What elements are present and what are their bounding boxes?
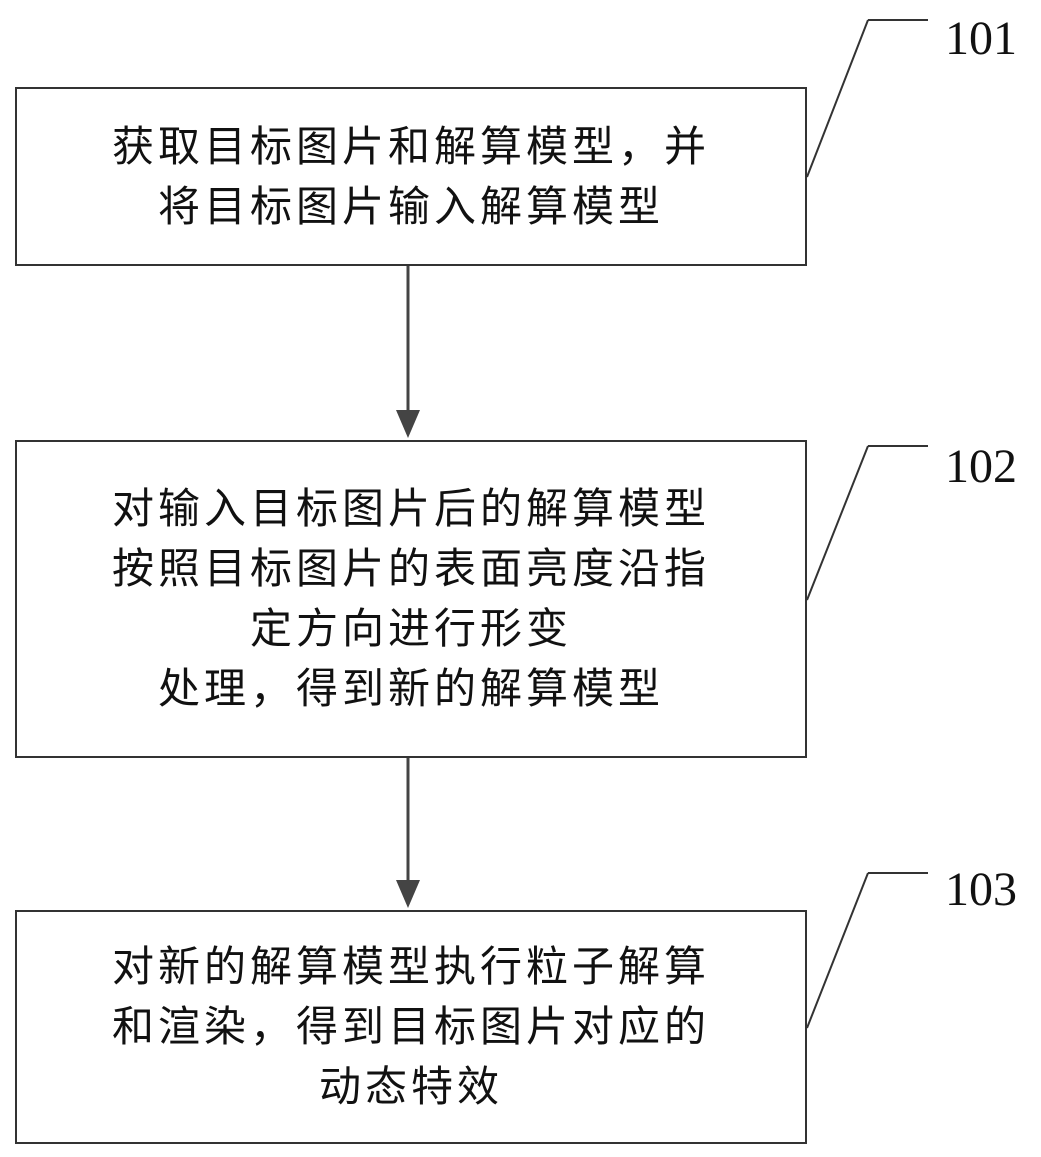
- leader-line-101: [806, 19, 928, 178]
- step-number-101: 101: [945, 12, 1017, 65]
- flow-arrow-102-to-103: [396, 758, 420, 908]
- leader-line-102: [806, 445, 928, 601]
- step-text-line: 和渲染，得到目标图片对应的: [111, 1002, 710, 1051]
- step-box-102: 对输入目标图片后的解算模型 按照目标图片的表面亮度沿指 定方向进行形变 处理，得…: [15, 440, 807, 758]
- step-text-line: 动态特效: [318, 1062, 503, 1111]
- step-text-line: 获取目标图片和解算模型，并: [111, 121, 710, 171]
- step-number-103: 103: [945, 863, 1017, 916]
- step-box-103: 对新的解算模型执行粒子解算 和渲染，得到目标图片对应的 动态特效: [15, 910, 807, 1144]
- step-text-line: 按照目标图片的表面亮度沿指: [111, 544, 710, 593]
- step-text-line: 定方向进行形变: [249, 604, 572, 653]
- step-box-101: 获取目标图片和解算模型，并 将目标图片输入解算模型: [15, 87, 807, 266]
- leader-line-103: [806, 872, 928, 1029]
- step-text-line: 处理，得到新的解算模型: [157, 664, 664, 713]
- step-text-line: 将目标图片输入解算模型: [157, 181, 664, 231]
- step-text-line: 对输入目标图片后的解算模型: [111, 484, 710, 533]
- step-number-102: 102: [945, 440, 1017, 493]
- flow-arrow-101-to-102: [396, 266, 420, 438]
- step-text-line: 对新的解算模型执行粒子解算: [111, 942, 710, 991]
